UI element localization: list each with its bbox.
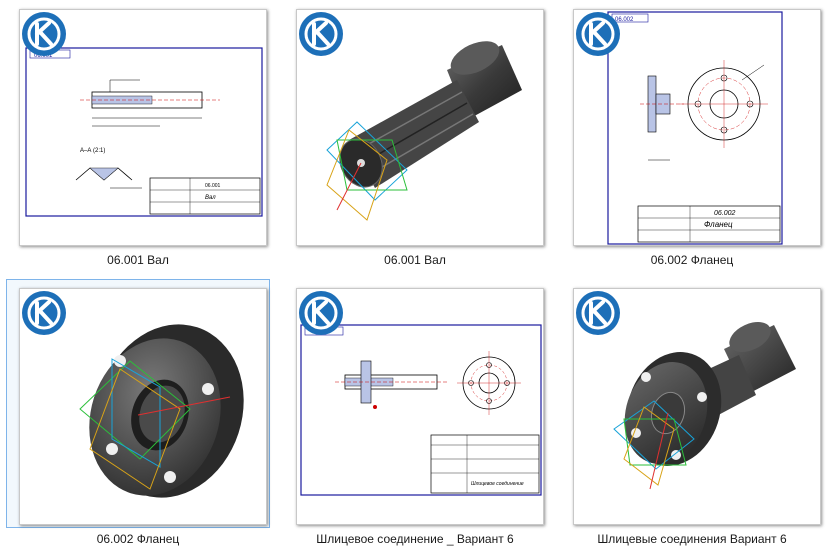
svg-text:Вал: Вал (205, 195, 216, 201)
file-tile-5[interactable]: Шлицевое соединение Шлицевое соединение … (277, 279, 553, 555)
file-thumbnail[interactable] (296, 9, 544, 246)
model-preview (79, 324, 244, 498)
kompas-logo-icon (299, 12, 343, 56)
kompas-logo-icon (22, 12, 66, 56)
file-name: Шлицевые соединения Вариант 6 (597, 532, 787, 546)
sheet-code: 06.002 (615, 17, 634, 23)
file-tile-4[interactable]: 06.002 Фланец (0, 279, 276, 555)
drawing-preview: 06.001 А–А (2:1) 06.001 (25, 47, 263, 217)
drawing-preview: Шлицевое соединение (300, 324, 542, 496)
file-thumbnail[interactable]: Шлицевое соединение (296, 288, 544, 525)
file-tile-3[interactable]: 06.002 (554, 0, 830, 276)
file-name: 06.002 Фланец (96, 532, 180, 546)
kompas-logo-icon (576, 12, 620, 56)
file-thumbnail[interactable]: 06.001 А–А (2:1) 06.001 (19, 9, 267, 246)
file-tile-1[interactable]: 06.001 А–А (2:1) 06.001 (0, 0, 276, 276)
file-thumbnail[interactable]: 06.002 (573, 9, 821, 246)
svg-text:06.001: 06.001 (205, 183, 221, 189)
model-preview (326, 41, 522, 221)
file-name: 06.002 Фланец (650, 253, 734, 267)
file-thumbnail[interactable] (573, 288, 821, 525)
tile-frame (560, 279, 824, 528)
file-name: 06.001 Вал (107, 253, 169, 267)
tile-frame (283, 0, 547, 249)
svg-text:Фланец: Фланец (704, 220, 733, 229)
model-preview (613, 321, 796, 490)
kompas-logo-icon (22, 291, 66, 335)
drawing-preview: 06.002 (607, 11, 783, 245)
file-name: 06.001 Вал (384, 253, 446, 267)
kompas-logo-icon (576, 291, 620, 335)
kompas-logo-icon (299, 291, 343, 335)
svg-text:Шлицевое соединение: Шлицевое соединение (471, 481, 524, 487)
file-tile-6[interactable]: Шлицевые соединения Вариант 6 (554, 279, 830, 555)
svg-text:А–А (2:1): А–А (2:1) (80, 148, 105, 154)
tile-frame: 06.002 (560, 0, 824, 249)
tile-frame (6, 279, 270, 528)
sheet-code: 06.001 (34, 53, 53, 59)
svg-text:06.002: 06.002 (714, 210, 736, 217)
tile-frame: Шлицевое соединение (283, 279, 547, 528)
file-tile-2[interactable]: 06.001 Вал (277, 0, 553, 276)
file-name: Шлицевое соединение _ Вариант 6 (316, 532, 514, 546)
tile-frame: 06.001 А–А (2:1) 06.001 (6, 0, 270, 249)
file-thumbnail[interactable] (19, 288, 267, 525)
